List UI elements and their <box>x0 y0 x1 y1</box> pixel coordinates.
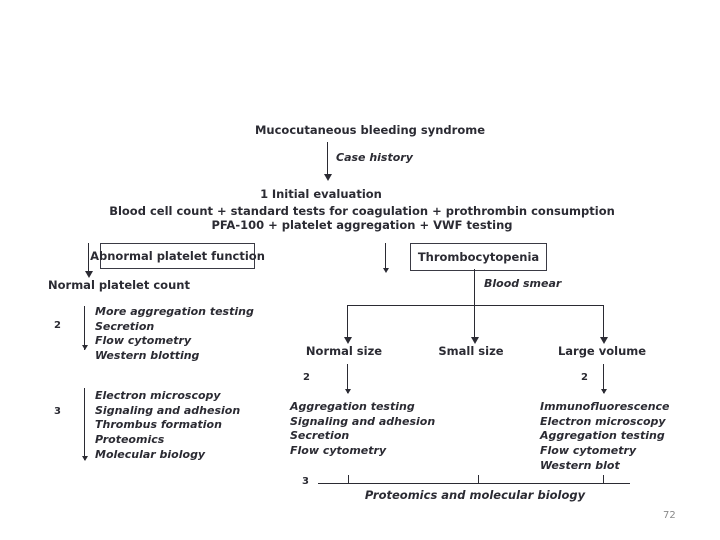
footer-step: 3 <box>302 476 309 487</box>
category-label-normal-size: Normal size <box>305 344 383 358</box>
list-item: Flow cytometry <box>95 334 192 348</box>
connector-footer-tick-large <box>603 475 604 484</box>
arrowhead-normal-size <box>343 337 352 344</box>
large-volume-step: 2 <box>581 372 588 383</box>
left-level2-list: More aggregation testing Secretion Flow … <box>95 305 254 364</box>
list-item: Signaling and adhesion <box>290 414 436 428</box>
initial-evaluation-heading-text: Initial evaluation <box>271 187 382 201</box>
list-item: Western blotting <box>95 348 200 362</box>
connector-title-to-initial <box>327 142 328 176</box>
left-level2-step: 2 <box>54 320 61 331</box>
connector-footer-tick-small <box>478 475 479 484</box>
list-item: Flow cytometry <box>540 443 637 457</box>
category-label-small-size: Small size <box>438 344 504 358</box>
initial-evaluation-line1: Blood cell count + standard tests for co… <box>109 204 615 218</box>
arrowhead-large-volume-level2 <box>600 389 607 394</box>
edge-label-case-history: Case history <box>336 151 413 164</box>
arrowhead-normal-size-level2 <box>344 389 351 394</box>
initial-evaluation-step: 1 <box>260 187 269 201</box>
arrowhead-large-volume <box>599 337 608 344</box>
arrowhead-title-to-initial <box>323 174 332 181</box>
arrowhead-initial-to-left <box>84 271 93 278</box>
flowchart-title: Mucocutaneous bleeding syndrome <box>254 123 486 137</box>
list-item: More aggregation testing <box>95 305 254 318</box>
footer-label: Proteomics and molecular biology <box>364 488 586 502</box>
initial-evaluation-line2: PFA-100 + platelet aggregation + VWF tes… <box>211 218 513 232</box>
arrowhead-left-level3 <box>81 456 88 461</box>
connector-drop-normal-size <box>347 305 348 339</box>
connector-normal-size-level2 <box>347 364 348 393</box>
list-item: Secretion <box>95 319 155 333</box>
box-thrombocytopenia-label: Thrombocytopenia <box>417 250 540 264</box>
connector-initial-to-left <box>88 243 89 273</box>
list-item: Aggregation testing <box>540 429 665 443</box>
arrowhead-initial-to-right <box>382 268 389 273</box>
box-thrombocytopenia[interactable]: Thrombocytopenia <box>410 243 547 271</box>
connector-large-volume-level2 <box>603 364 604 393</box>
edge-label-blood-smear: Blood smear <box>484 277 562 290</box>
normal-size-list: Aggregation testing Signaling and adhesi… <box>290 400 435 459</box>
left-branch-subtitle: Normal platelet count <box>48 278 190 292</box>
list-item: Immunofluorescence <box>540 400 670 413</box>
arrowhead-small-size <box>470 337 479 344</box>
category-label-large-volume: Large volume <box>557 344 647 358</box>
connector-drop-large-volume <box>603 305 604 339</box>
connector-footer-tick-normal <box>348 475 349 484</box>
left-level3-list: Electron microscopy Signaling and adhesi… <box>95 389 240 462</box>
connector-footer-bar <box>318 483 630 484</box>
box-abnormal-platelet-function-label: Abnormal platelet function <box>90 249 265 263</box>
initial-evaluation-heading: 1 Initial evaluation <box>260 187 382 201</box>
list-item: Electron microscopy <box>540 414 666 428</box>
connector-thrombocytopenia-stem <box>474 269 475 305</box>
connector-left-level2 <box>84 306 85 350</box>
list-item: Western blot <box>540 458 620 472</box>
connector-drop-small-size <box>474 305 475 339</box>
list-item: Signaling and adhesion <box>95 403 241 417</box>
list-item: Electron microscopy <box>95 389 221 402</box>
normal-size-step: 2 <box>303 372 310 383</box>
list-item: Proteomics <box>95 432 165 446</box>
list-item: Thrombus formation <box>95 418 222 432</box>
connector-left-level3 <box>84 388 85 460</box>
list-item: Flow cytometry <box>290 443 387 457</box>
arrowhead-left-level2 <box>81 345 88 350</box>
list-item: Secretion <box>290 429 350 443</box>
connector-split-bar <box>347 305 603 306</box>
large-volume-list: Immunofluorescence Electron microscopy A… <box>540 400 670 473</box>
connector-initial-to-right <box>385 243 386 270</box>
list-item: Molecular biology <box>95 447 206 461</box>
page-number: 72 <box>663 510 676 521</box>
box-abnormal-platelet-function[interactable]: Abnormal platelet function <box>90 243 265 269</box>
list-item: Aggregation testing <box>290 400 415 413</box>
left-level3-step: 3 <box>54 406 61 417</box>
